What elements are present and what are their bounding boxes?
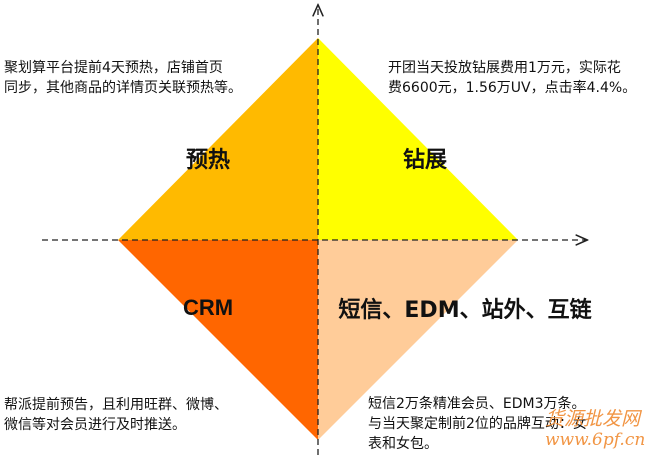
quadrant-top-right: [318, 38, 518, 240]
label-crm: CRM: [182, 295, 234, 320]
quadrant-bottom-right: [318, 240, 518, 440]
quadrant-top-left: [118, 38, 318, 240]
note-line: 开团当天投放钻展费用1万元，实际花: [388, 60, 621, 76]
note-top-right: 开团当天投放钻展费用1万元，实际花 费6600元，1.56万UV，点击率4.4%…: [388, 58, 636, 98]
note-line: 帮派提前预告，且利用旺群、微博、: [4, 397, 228, 413]
note-line: 短信2万条精准会员、EDM3万条。: [368, 396, 586, 412]
quadrant-bottom-left: [118, 240, 318, 440]
label-diamond-booth: 钻展: [402, 148, 448, 173]
note-line: 同步，其他商品的详情页关联预热等。: [4, 80, 242, 96]
note-top-left: 聚划算平台提前4天预热，店铺首页 同步，其他商品的详情页关联预热等。: [4, 58, 242, 98]
label-preheat: 预热: [185, 148, 231, 173]
note-line: 表和女包。: [368, 436, 438, 452]
note-bottom-left: 帮派提前预告，且利用旺群、微博、 微信等对会员进行及时推送。: [4, 395, 228, 435]
label-sms-edm: 短信、EDM、站外、互链: [338, 298, 592, 323]
note-bottom-right: 短信2万条精准会员、EDM3万条。 与当天聚定制前2位的品牌互动：女 表和女包。: [368, 394, 587, 454]
note-line: 微信等对会员进行及时推送。: [4, 417, 186, 433]
watermark-url: www.6pf.cn: [545, 430, 646, 450]
note-line: 费6600元，1.56万UV，点击率4.4%。: [388, 80, 637, 96]
note-line: 与当天聚定制前2位的品牌互动：女: [368, 416, 587, 432]
watermark-title: 货源批发网: [545, 408, 641, 430]
note-line: 聚划算平台提前4天预热，店铺首页: [4, 60, 223, 76]
